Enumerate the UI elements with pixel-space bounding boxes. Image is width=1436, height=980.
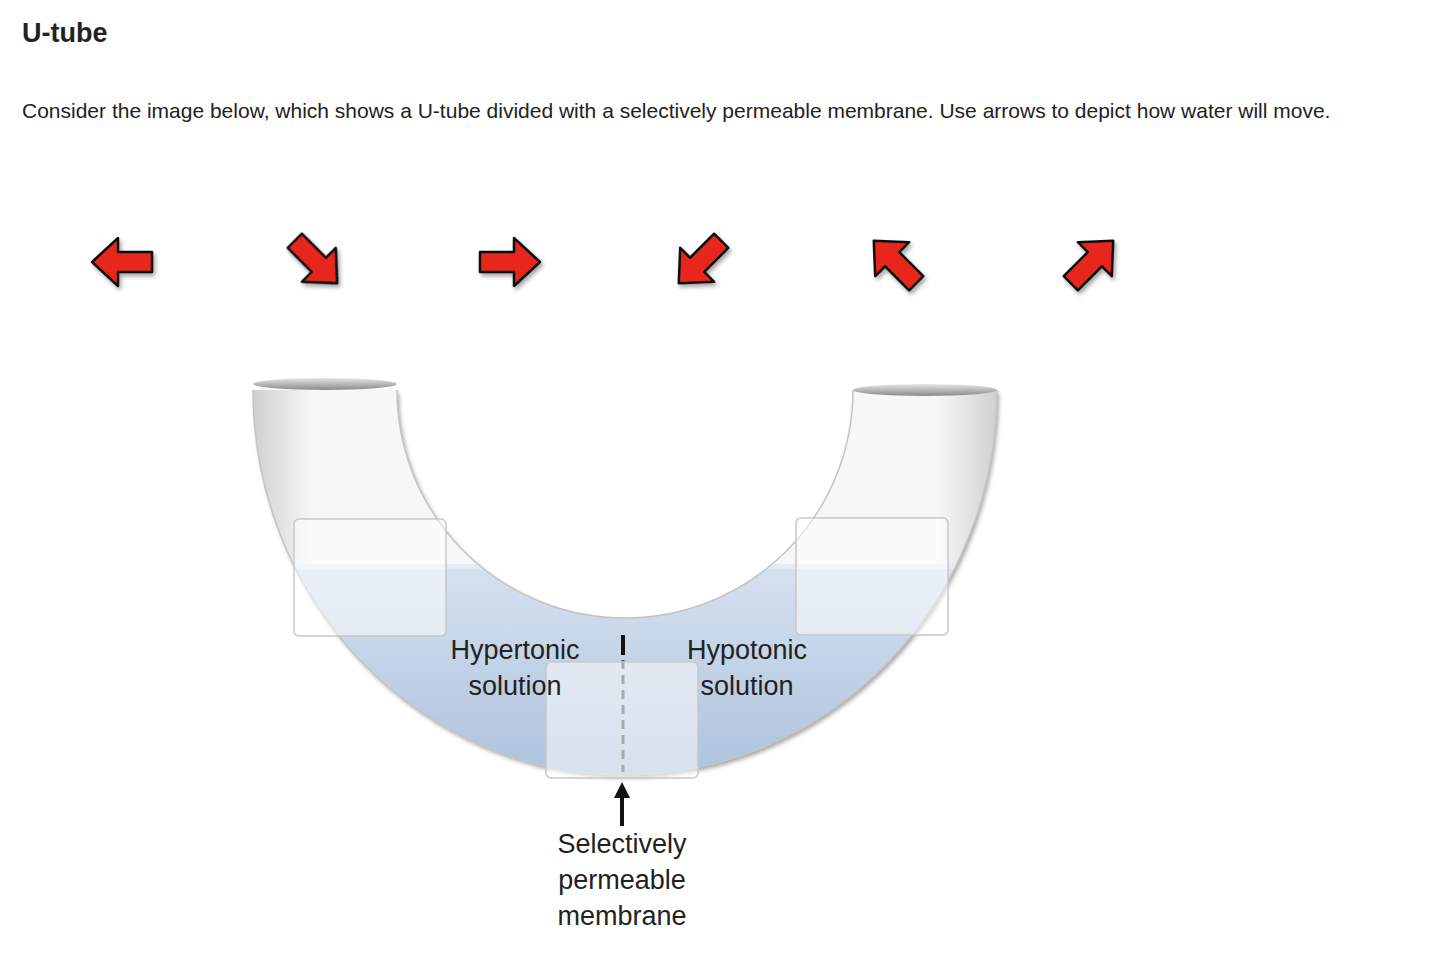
arrow-right [480, 238, 540, 286]
drop-box [796, 518, 948, 635]
leader-line [620, 796, 624, 826]
page-title: U-tube [22, 18, 107, 49]
arrow-down-left [662, 224, 738, 300]
tube-rim-left [253, 378, 397, 390]
drop-box [294, 519, 446, 636]
drop-box [546, 662, 698, 778]
arrow-palette [92, 224, 1130, 300]
arrow-left [92, 238, 152, 286]
instruction-text: Consider the image below, which shows a … [22, 98, 1402, 124]
tube-rim-right [853, 384, 997, 396]
membrane-label: Selectively permeable membrane [542, 826, 702, 934]
arrow-down-right [278, 224, 354, 300]
arrow-up-left [857, 224, 933, 300]
solution-label: Hypertonic solution [440, 632, 590, 704]
arrow-up-right [1054, 224, 1130, 300]
solution-label: Hypotonic solution [672, 632, 822, 704]
leader-head [614, 782, 630, 798]
membrane-top [621, 635, 625, 655]
